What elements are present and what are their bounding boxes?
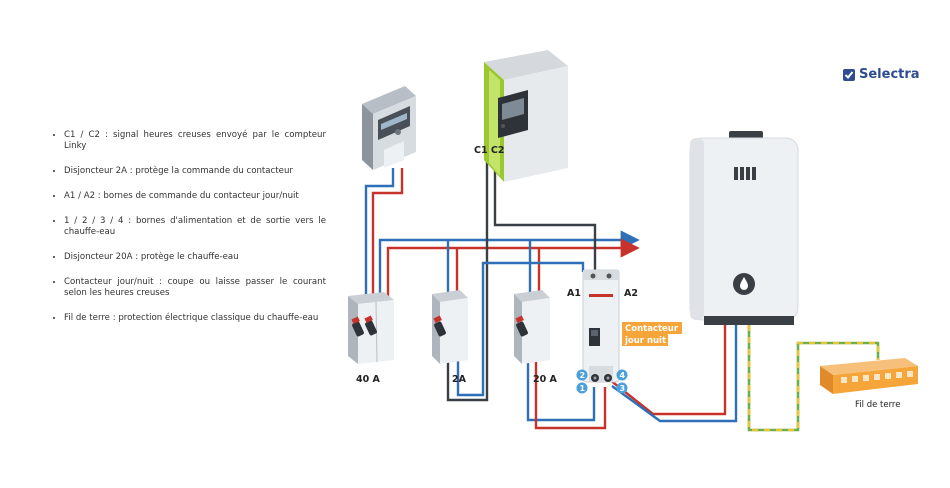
a1-label: A1 <box>567 288 581 299</box>
legend-item: 1 / 2 / 3 / 4 : bornes d'alimentation et… <box>64 216 326 239</box>
phase-bus <box>386 238 640 300</box>
legend-item: Contacteur jour/nuit : coupe ou laisse p… <box>64 277 326 300</box>
terminal-1-badge <box>576 382 588 394</box>
water-heater <box>689 131 799 325</box>
control-wire-c1 <box>446 160 489 402</box>
legend-item: C1 / C2 : signal heures creuses envoyé p… <box>64 130 326 153</box>
neutral-wire-20a-out <box>526 358 596 422</box>
electric-meter <box>362 86 416 170</box>
breaker-2a: 2A <box>432 290 468 385</box>
terminal-2-label: 2 <box>580 371 586 380</box>
a2-label: A2 <box>624 288 638 299</box>
linky-meter: C1 C2 <box>474 50 568 182</box>
phase-wire-20a-out <box>534 358 607 430</box>
brand-logo: Selectra <box>842 67 920 82</box>
terminal-2-badge <box>576 369 588 381</box>
contactor-label-line1: Contacteur <box>625 324 679 334</box>
contactor-jour-nuit: A1 A2 Contacteur jour nuit 2 1 4 3 <box>567 269 682 394</box>
meter-neutral-wire <box>364 168 395 300</box>
heater-neutral-wire <box>611 325 738 423</box>
breaker-40a-label: 40 A <box>356 374 381 385</box>
legend-list: C1 / C2 : signal heures creuses envoyé p… <box>40 130 326 337</box>
brand-name: Selectra <box>859 67 920 82</box>
legend-item: A1 / A2 : bornes de commande du contacte… <box>64 191 326 202</box>
wires <box>364 160 880 432</box>
legend-item: Disjoncteur 20A : protège le chauffe-eau <box>64 252 326 263</box>
control-wire-c2 <box>493 160 597 272</box>
breaker-20a: 20 A <box>514 290 558 385</box>
breaker-40a: 40 A <box>348 292 394 385</box>
neutral-bus <box>378 230 640 300</box>
terminal-4-label: 4 <box>620 371 626 380</box>
breaker-20a-label: 20 A <box>533 374 558 385</box>
terminal-3-badge <box>616 382 628 394</box>
meter-phase-wire <box>371 168 404 300</box>
ground-terminal-block: Fil de terre <box>820 358 918 410</box>
breaker-2a-label: 2A <box>452 374 467 385</box>
terminal-1-label: 1 <box>580 384 586 393</box>
contactor-label-line2: jour nuit <box>624 336 666 346</box>
contactor-badge <box>622 322 682 334</box>
linky-terminal-label: C1 C2 <box>474 145 504 156</box>
ground-label: Fil de terre <box>855 400 900 410</box>
checkbox-icon <box>843 68 855 81</box>
legend-item: Fil de terre : protection électrique cla… <box>64 313 326 324</box>
terminal-4-badge <box>616 369 628 381</box>
legend-item: Disjoncteur 2A : protège la commande du … <box>64 166 326 177</box>
terminal-3-label: 3 <box>620 384 626 393</box>
heater-phase-wire <box>609 325 727 416</box>
control-wire-2a-out <box>456 261 585 397</box>
